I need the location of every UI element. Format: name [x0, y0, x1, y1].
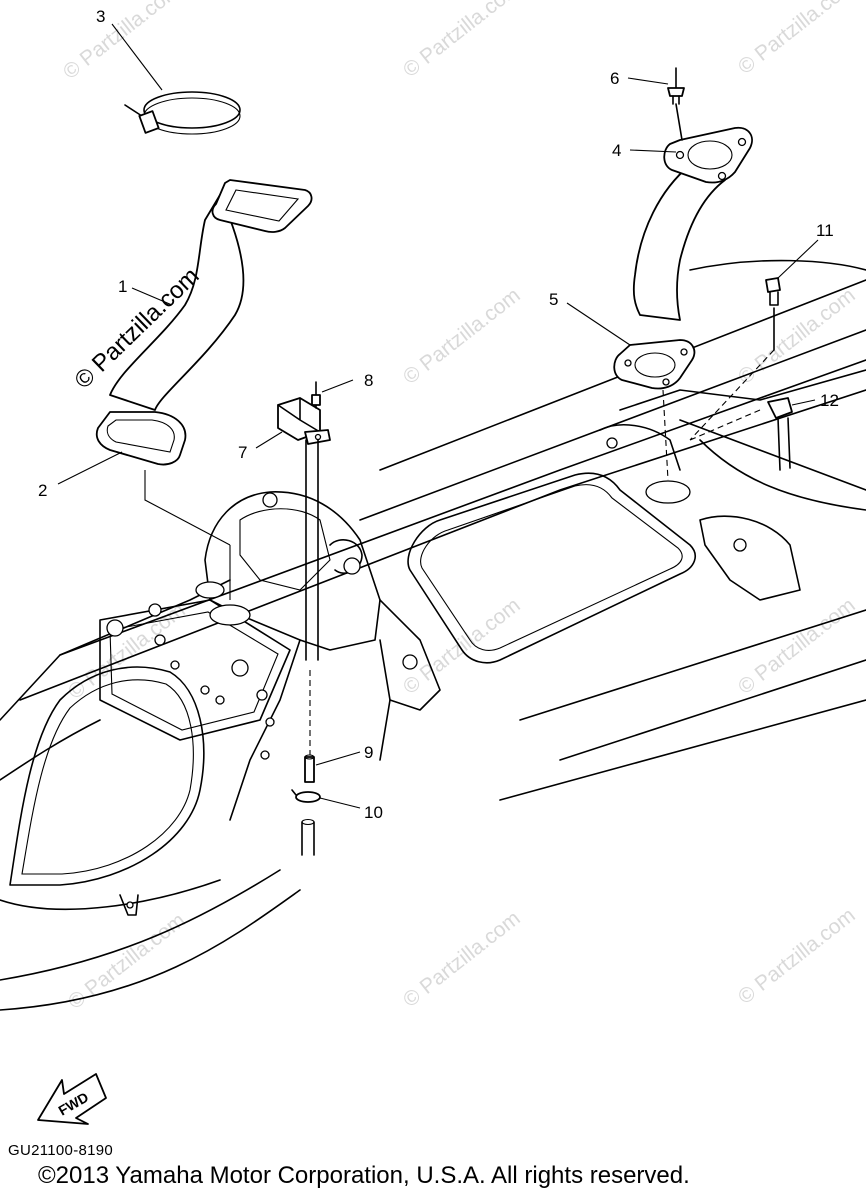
part-12-clip: [767, 397, 793, 471]
watermark: © Partzilla.com: [399, 907, 525, 1012]
fwd-arrow-icon: FWD: [37, 1073, 107, 1125]
part-9-hose-fitting: [304, 754, 315, 783]
part-8-screw: [311, 381, 321, 409]
watermark: © Partzilla.com: [734, 0, 860, 79]
watermark: © Partzilla.com: [734, 904, 860, 1009]
callout-3: 3: [96, 7, 105, 26]
hull-deck-structure: [0, 259, 866, 1011]
part-6-rivet: [667, 67, 685, 105]
callout-6: 6: [610, 69, 619, 88]
diagram-code: GU21100-8190: [8, 1142, 114, 1159]
watermark: © Partzilla.com: [399, 284, 525, 389]
callout-2: 2: [38, 481, 47, 500]
part-3-band: [124, 91, 241, 135]
callout-labels: 3 1 2 6 4 11 5 8 7 12 9 10: [38, 7, 839, 822]
callout-5: 5: [549, 290, 558, 309]
part-7-bracket: [277, 397, 331, 445]
part-11-bolt: [765, 277, 781, 306]
callout-11: 11: [816, 221, 834, 240]
part-1-intake-duct: [109, 179, 313, 411]
part-5-flange-gasket: [613, 339, 696, 390]
watermark: © Partzilla.com: [399, 0, 525, 82]
copyright-notice: ©2013 Yamaha Motor Corporation, U.S.A. A…: [38, 1162, 690, 1189]
assembly-lines: [144, 103, 775, 755]
callout-7: 7: [238, 443, 247, 462]
callout-4: 4: [612, 141, 621, 160]
part-4-pipe: [632, 126, 753, 321]
callout-9: 9: [364, 743, 373, 762]
callout-leaders: [57, 23, 819, 809]
part-10-hose-clamp: [291, 789, 321, 856]
callout-1: 1: [118, 277, 127, 296]
callout-10: 10: [364, 803, 383, 822]
part-2-gasket: [95, 411, 187, 466]
callout-12: 12: [820, 391, 839, 410]
watermark: © Partzilla.com: [59, 0, 185, 84]
callout-8: 8: [364, 371, 373, 390]
watermark: © Partzilla.com: [399, 594, 525, 699]
